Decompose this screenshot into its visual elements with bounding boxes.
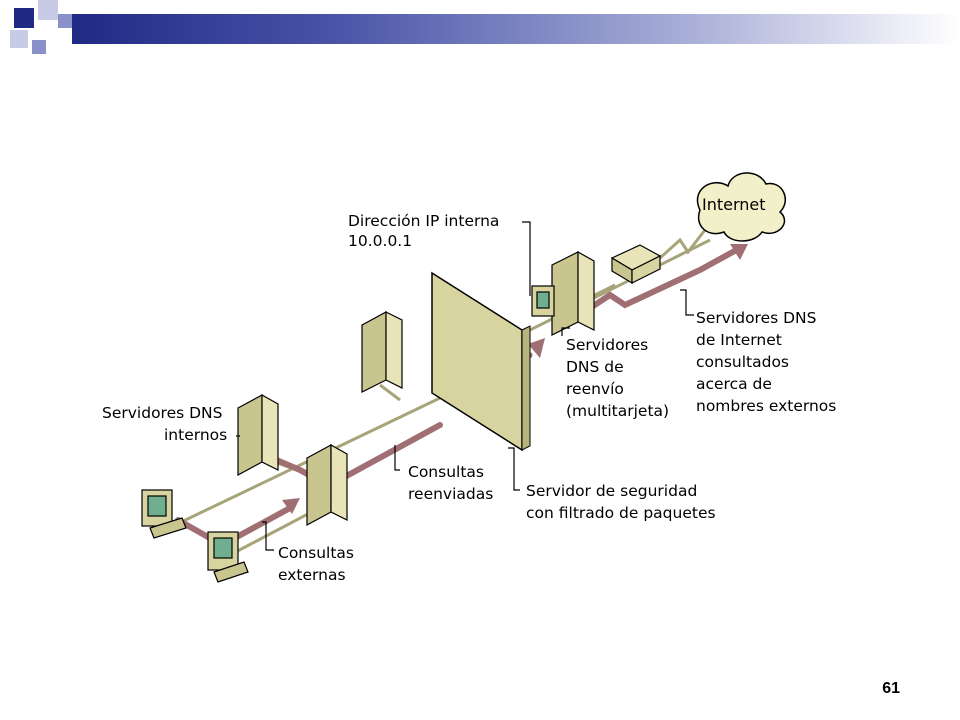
label-line: de Internet	[696, 331, 782, 349]
label-line: reenvío	[566, 380, 624, 398]
label-line: internos	[164, 426, 227, 444]
forwarding-relay-server	[306, 443, 348, 527]
internet-link	[658, 225, 710, 260]
forwarding-dns-label: Servidores DNS de reenvío (multitarjeta)	[566, 336, 669, 420]
internal-server	[361, 310, 403, 393]
firewall-label: Servidor de seguridad con filtrado de pa…	[526, 482, 716, 522]
page-number: 61	[882, 680, 900, 697]
header-square	[32, 40, 46, 54]
label-line: Dirección IP interna	[348, 212, 499, 230]
cloud-label: Internet	[702, 195, 766, 214]
label-line: consultados	[696, 353, 789, 371]
internet-dns-label: Servidores DNS de Internet consultados a…	[696, 309, 836, 415]
label-line: Servidores DNS	[102, 404, 223, 422]
label-line: Servidores	[566, 336, 648, 354]
label-line: Servidor de seguridad	[526, 482, 697, 500]
internal-dns-label: Servidores DNS internos	[102, 404, 227, 444]
ip-address-label: Dirección IP interna 10.0.0.1	[348, 212, 499, 250]
label-line: acerca de	[696, 375, 772, 393]
label-line: externas	[278, 566, 346, 584]
label-line: reenviadas	[408, 485, 493, 503]
arrowheads	[282, 244, 748, 514]
forwarded-queries-label: Consultas reenviadas	[408, 463, 493, 503]
header-bar	[72, 14, 960, 44]
label-line: Consultas	[408, 463, 484, 481]
external-queries-label: Consultas externas	[278, 544, 354, 584]
client-computer	[141, 489, 187, 539]
firewall-panel	[431, 271, 531, 452]
label-line: (multitarjeta)	[566, 402, 669, 420]
label-line: Servidores DNS	[696, 309, 817, 327]
internal-dns-server	[237, 393, 279, 477]
client-computer	[207, 531, 249, 583]
forwarding-dns-server	[531, 250, 595, 336]
router-box	[610, 244, 662, 285]
internet-cloud: Internet	[696, 172, 786, 242]
header-square	[14, 8, 34, 28]
label-line: Consultas	[278, 544, 354, 562]
leader-lines	[236, 221, 694, 551]
label-line: DNS de	[566, 358, 624, 376]
label-line: 10.0.0.1	[348, 232, 412, 250]
header-square	[10, 30, 28, 48]
label-line: nombres externos	[696, 397, 836, 415]
header-square	[38, 0, 58, 20]
label-line: con filtrado de paquetes	[526, 504, 716, 522]
header-square	[58, 14, 72, 28]
